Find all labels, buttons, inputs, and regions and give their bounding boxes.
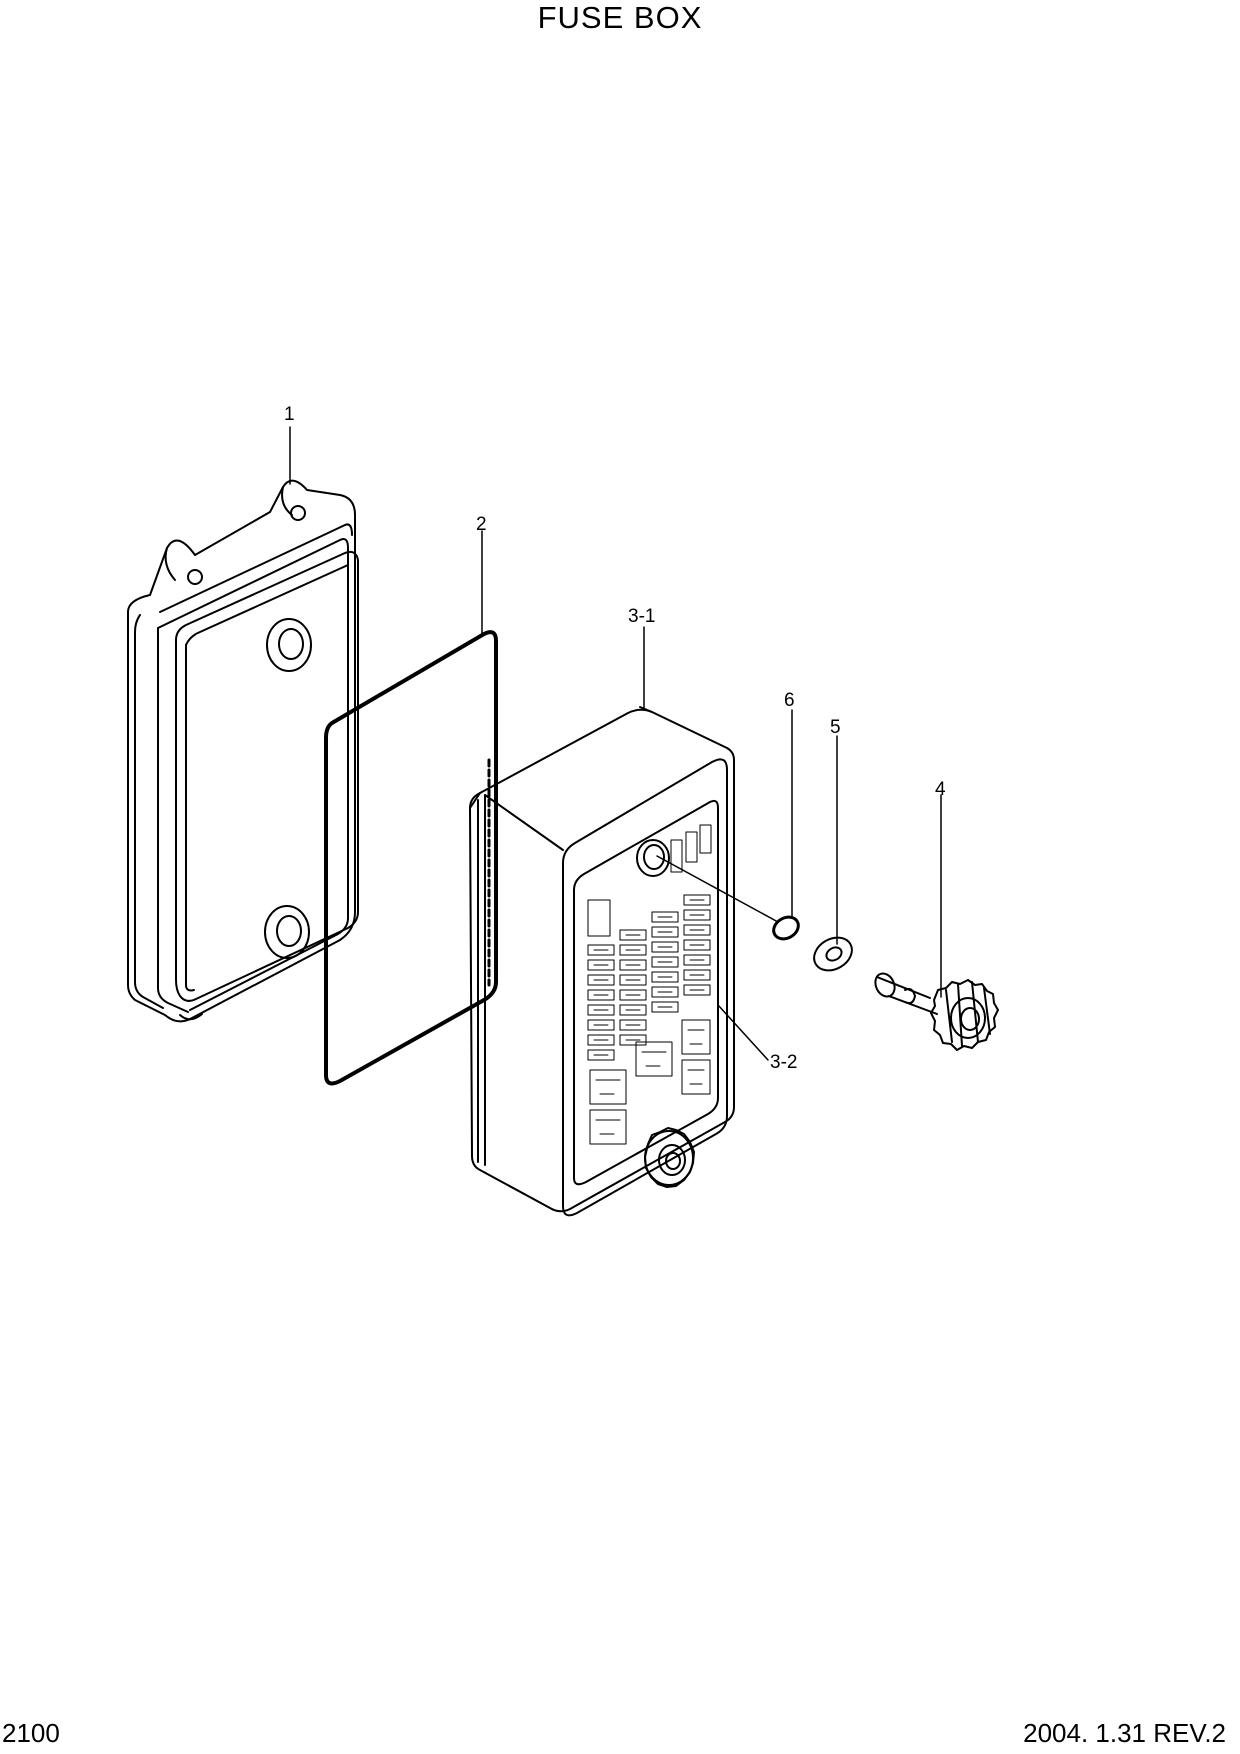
part-5-washer <box>813 936 853 972</box>
revision-date: 2004. 1.31 REV.2 <box>1023 1718 1226 1748</box>
part-6-o-ring <box>772 915 800 941</box>
part-1-cover <box>127 479 359 1023</box>
leader-lines <box>289 426 942 1061</box>
callout-4: 4 <box>935 779 946 800</box>
callout-3-1: 3-1 <box>628 606 655 627</box>
part-4-knob-fastener <box>874 972 999 1051</box>
page-number: 2100 <box>2 1718 60 1748</box>
callout-2: 2 <box>476 514 487 535</box>
callout-6: 6 <box>784 690 795 711</box>
page-title: FUSE BOX <box>537 0 703 35</box>
callout-5: 5 <box>830 717 841 738</box>
callout-3-2: 3-2 <box>770 1052 797 1073</box>
part-3-1-fuse-box-body <box>469 706 735 1217</box>
callout-1: 1 <box>284 404 295 425</box>
